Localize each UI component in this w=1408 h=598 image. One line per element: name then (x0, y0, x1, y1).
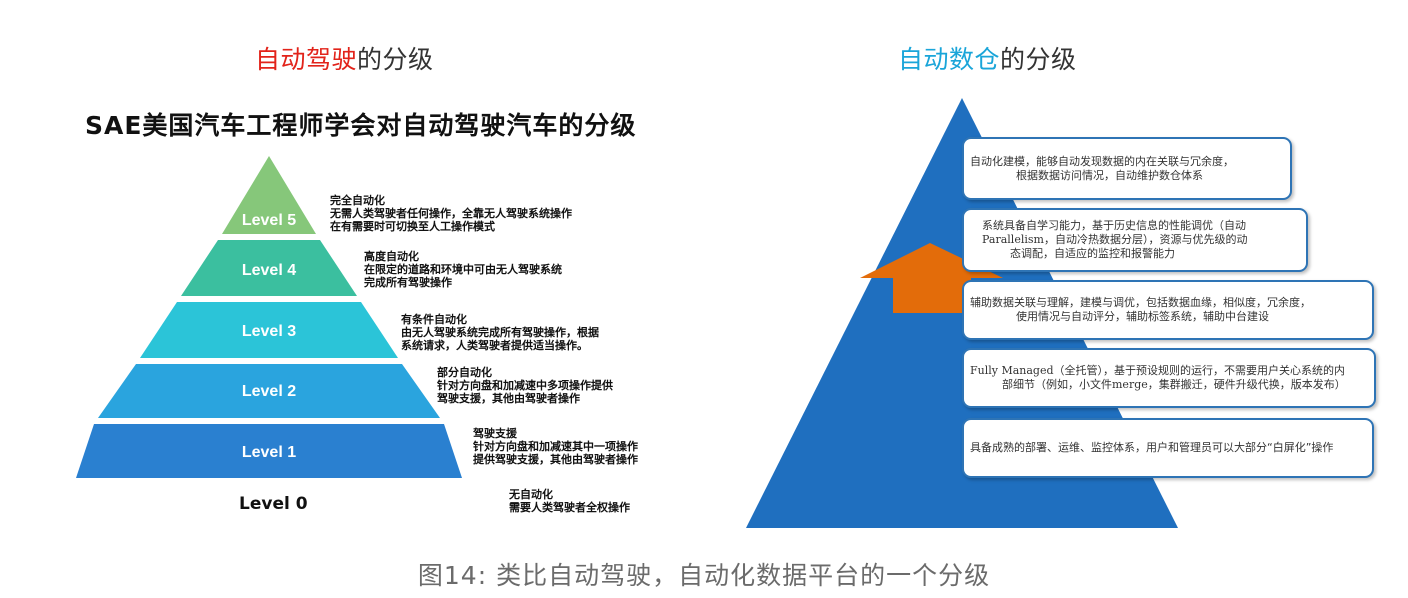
level-0-description: 无自动化 需要人类驾驶者全权操作 (509, 488, 630, 514)
pyramid-tier-5 (222, 156, 316, 234)
box-line: 使用情况与自动评分，辅助标签系统，辅助中台建设 (1016, 310, 1269, 323)
box-line: 具备成熟的部署、运维、监控体系，用户和管理员可以大部分“白屏化”操作 (970, 441, 1334, 454)
left-title: 自动驾驶的分级 (255, 40, 434, 76)
warehouse-level-box-5: 具备成熟的部署、运维、监控体系，用户和管理员可以大部分“白屏化”操作 (962, 418, 1374, 478)
desc-line: 系统请求，人类驾驶者提供适当操作。 (401, 339, 588, 352)
desc-line: 针对方向盘和加减速其中一项操作 (473, 440, 638, 453)
desc-line: 无需人类驾驶者任何操作，全靠无人驾驶系统操作 (330, 207, 572, 220)
desc-line: 部分自动化 (437, 366, 492, 379)
pyramid-label-5: Level 5 (242, 212, 296, 229)
box-line: 根据数据访问情况，自动维护数仓体系 (1016, 168, 1203, 182)
warehouse-level-box-3: 辅助数据关联与理解，建模与调优，包括数据血缘，相似度，冗余度， 使用情况与自动评… (962, 280, 1374, 340)
warehouse-level-box-4: Fully Managed（全托管），基于预设规则的运行，不需要用户关心系统的内… (962, 348, 1376, 408)
pyramid-tier-4 (181, 240, 357, 296)
level-0-label: Level 0 (239, 494, 308, 514)
box-line: 部细节（例如，小文件merge，集群搬迁，硬件升级代换，版本发布） (1002, 378, 1346, 391)
figure-caption: 图14: 类比自动驾驶，自动化数据平台的一个分级 (417, 561, 991, 590)
desc-line: 提供驾驶支援，其他由驾驶者操作 (473, 453, 638, 466)
level-2-description: 部分自动化 针对方向盘和加减速中多项操作提供 驾驶支援，其他由驾驶者操作 (437, 366, 613, 405)
pyramid-label-4: Level 4 (242, 262, 296, 279)
desc-line: 驾驶支援，其他由驾驶者操作 (437, 392, 580, 405)
desc-line: 驾驶支援 (473, 427, 517, 440)
right-title-rest: 的分级 (1000, 45, 1077, 74)
level-4-description: 高度自动化 在限定的道路和环境中可由无人驾驶系统 完成所有驾驶操作 (364, 250, 562, 289)
box-line: 自动化建模，能够自动发现数据的内在关联与冗余度， (970, 154, 1234, 168)
sae-heading: SAE美国汽车工程师学会对自动驾驶汽车的分级 (85, 111, 637, 140)
desc-line: 针对方向盘和加减速中多项操作提供 (437, 379, 613, 392)
box-line: Parallelism，自动冷热数据分层），资源与优先级的动 (982, 233, 1248, 246)
box-line: 辅助数据关联与理解，建模与调优，包括数据血缘，相似度，冗余度， (970, 296, 1311, 309)
pyramid-label-2: Level 2 (242, 383, 296, 400)
pyramid-label-1: Level 1 (242, 444, 296, 461)
desc-line: 由无人驾驶系统完成所有驾驶操作，根据 (401, 326, 599, 339)
right-title-highlight: 自动数仓 (898, 45, 1001, 74)
warehouse-level-box-1: 自动化建模，能够自动发现数据的内在关联与冗余度， 根据数据访问情况，自动维护数仓… (962, 137, 1292, 200)
left-title-rest: 的分级 (357, 45, 434, 74)
desc-line: 需要人类驾驶者全权操作 (509, 501, 630, 514)
desc-line: 高度自动化 (364, 250, 419, 263)
level-5-description: 完全自动化 无需人类驾驶者任何操作，全靠无人驾驶系统操作 在有需要时可切换至人工… (330, 194, 572, 233)
box-line: 系统具备自学习能力，基于历史信息的性能调优（自动 (982, 219, 1246, 232)
desc-line: 完成所有驾驶操作 (364, 276, 452, 289)
desc-line: 有条件自动化 (401, 313, 467, 326)
desc-line: 在有需要时可切换至人工操作模式 (330, 220, 495, 233)
box-line: Fully Managed（全托管），基于预设规则的运行，不需要用户关心系统的内 (970, 364, 1346, 377)
warehouse-level-box-2: 系统具备自学习能力，基于历史信息的性能调优（自动 Parallelism，自动冷… (962, 208, 1308, 272)
pyramid-tier-3 (140, 302, 398, 358)
box-line: 态调配，自适应的监控和报警能力 (1010, 247, 1175, 260)
left-title-highlight: 自动驾驶 (255, 45, 358, 74)
pyramid-label-3: Level 3 (242, 323, 296, 340)
level-1-description: 驾驶支援 针对方向盘和加减速其中一项操作 提供驾驶支援，其他由驾驶者操作 (473, 427, 638, 466)
pyramid-tier-2 (98, 364, 440, 418)
level-3-description: 有条件自动化 由无人驾驶系统完成所有驾驶操作，根据 系统请求，人类驾驶者提供适当… (401, 313, 599, 352)
desc-line: 在限定的道路和环境中可由无人驾驶系统 (364, 263, 562, 276)
right-title: 自动数仓的分级 (898, 40, 1077, 76)
desc-line: 完全自动化 (330, 194, 385, 207)
desc-line: 无自动化 (509, 488, 553, 501)
pyramid-tier-1 (76, 424, 462, 478)
